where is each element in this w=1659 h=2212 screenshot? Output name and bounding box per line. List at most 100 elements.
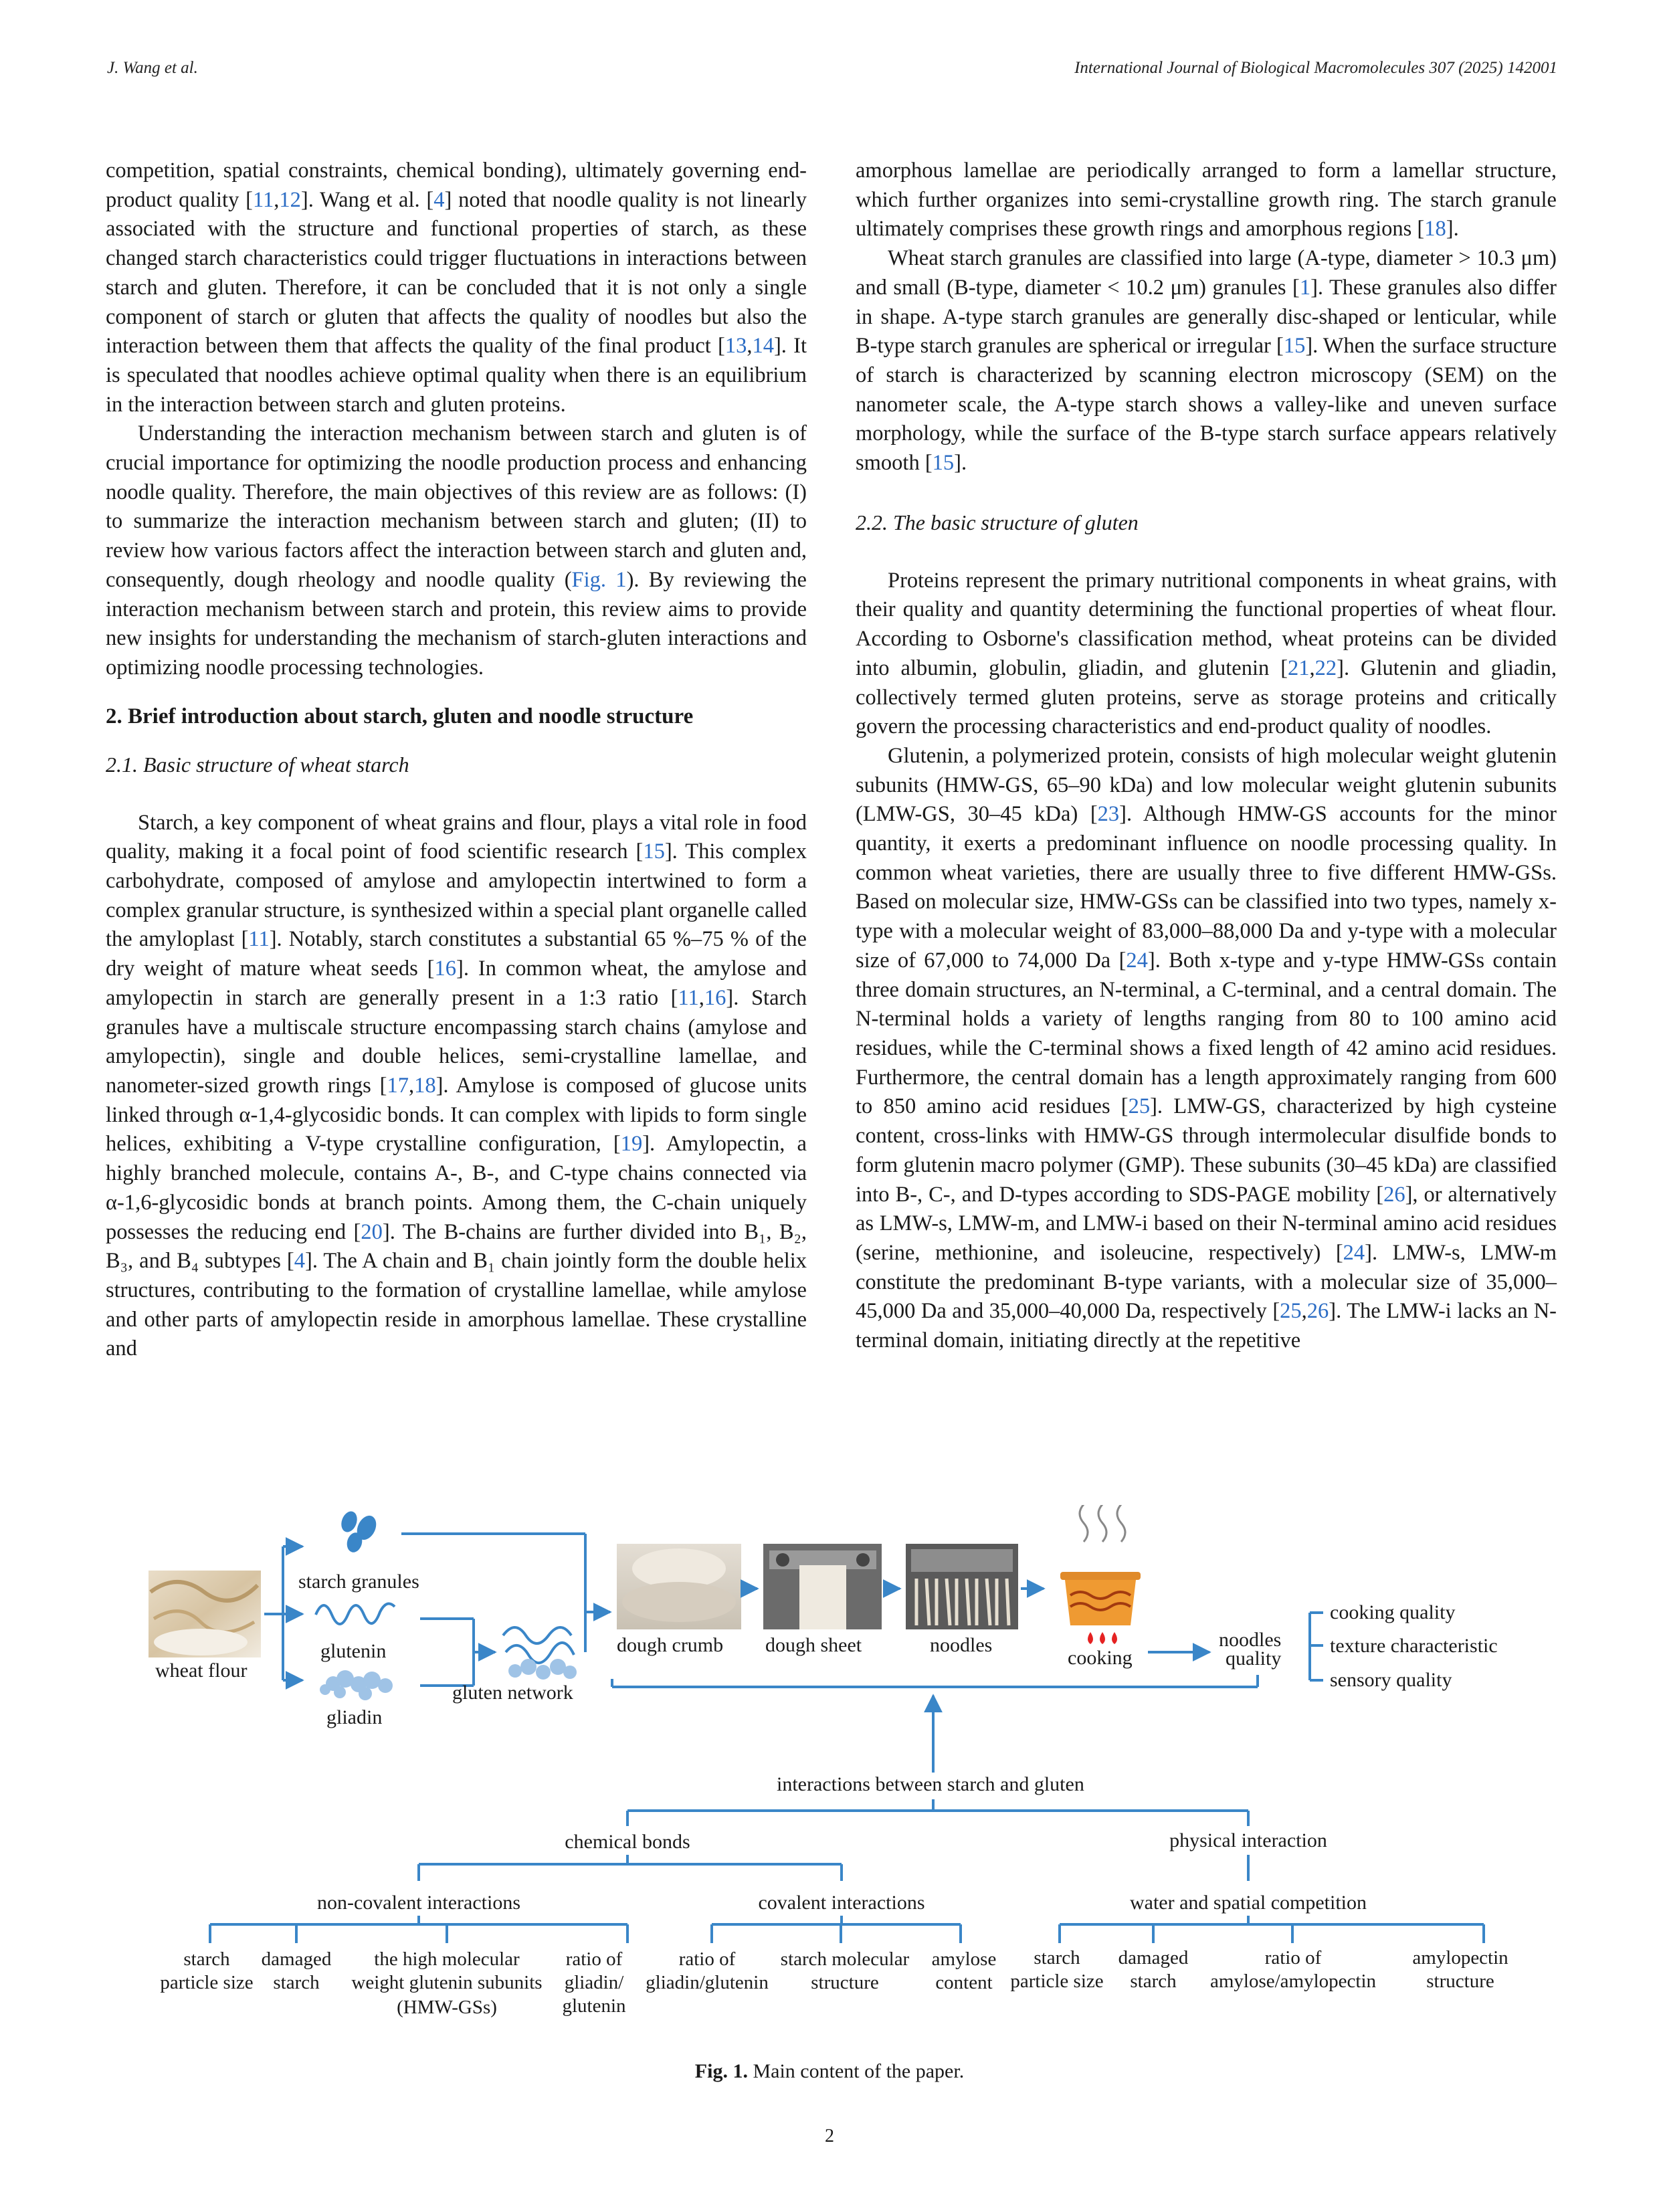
citation-link[interactable]: 20	[361, 1219, 383, 1244]
leaf-4-line-1: ratio of	[566, 1948, 623, 1970]
text-run: ]. Wang et al. [	[300, 187, 434, 212]
text-run: ,	[408, 1073, 415, 1098]
paragraph: Starch, a key component of wheat grains …	[106, 809, 807, 1364]
dough-crumb-image	[617, 1544, 741, 1629]
paragraph: competition, spatial constraints, chemic…	[106, 157, 807, 419]
gluten-network-arrows	[420, 1617, 497, 1687]
leaf-7-line-1: amylose	[932, 1948, 997, 1970]
citation-link[interactable]: 25	[1128, 1094, 1151, 1119]
noodles-image	[906, 1544, 1018, 1629]
left-column: competition, spatial constraints, chemic…	[106, 157, 807, 1364]
citation-link[interactable]: 11	[248, 927, 270, 952]
paragraph: Proteins represent the primary nutrition…	[856, 567, 1557, 742]
label-starch-granules: starch granules	[298, 1571, 419, 1593]
text-run: ] noted that noodle quality is not linea…	[106, 187, 807, 359]
label-gliadin: gliadin	[326, 1706, 382, 1728]
text-run: ]. Although HMW-GS accounts for the mino…	[856, 802, 1557, 973]
to-dough-arrow	[401, 1532, 612, 1652]
quality-bracket	[1308, 1611, 1323, 1682]
text-run: ,	[747, 334, 753, 359]
citation-link[interactable]: 25	[1280, 1299, 1302, 1324]
interaction-feedback-lines	[611, 1675, 1259, 1773]
leaf-1-line-2: particle size	[160, 1972, 253, 1993]
label-sensory-quality: sensory quality	[1330, 1669, 1452, 1691]
text-run: ,	[1301, 1299, 1307, 1324]
leaf-3-line-3: (HMW-GSs)	[397, 1997, 497, 2018]
citation-link[interactable]: 14	[752, 334, 774, 359]
citation-link[interactable]: 11	[252, 187, 274, 212]
running-header-journal: International Journal of Biological Macr…	[1074, 59, 1557, 77]
label-dough-crumb: dough crumb	[617, 1634, 723, 1656]
right-column: amorphous lamellae are periodically arra…	[856, 157, 1557, 1356]
citation-link[interactable]: 15	[643, 839, 665, 864]
text-run: competition, spatial constraints, chemic…	[106, 159, 807, 212]
citation-link[interactable]: 17	[387, 1073, 409, 1098]
gluten-network-icon	[502, 1626, 577, 1680]
text-run: Wheat starch granules are classified int…	[856, 246, 1557, 300]
label-water-spatial: water and spatial competition	[1130, 1892, 1367, 1914]
label-covalent: covalent interactions	[758, 1892, 924, 1914]
tree-lines	[209, 1799, 1485, 1943]
running-header-authors: J. Wang et al.	[107, 59, 198, 77]
leaf-1-line-1: starch	[183, 1948, 230, 1970]
leaf-5-line-1: ratio of	[679, 1948, 736, 1970]
leaf-6-line-2: structure	[811, 1972, 878, 1993]
leaf-6-line-1: starch molecular	[781, 1948, 910, 1970]
text-run: amorphous lamellae are periodically arra…	[856, 159, 1557, 241]
leaf-11-line-1: amylopectin	[1412, 1947, 1508, 1969]
section-heading-2-1: 2.1. Basic structure of wheat starch	[106, 752, 409, 777]
paragraph: amorphous lamellae are periodically arra…	[856, 157, 1557, 244]
text-run: ]. Glutenin and gliadin, collectively te…	[856, 656, 1557, 739]
citation-link[interactable]: 18	[1424, 217, 1446, 241]
citation-link[interactable]: Fig. 1	[571, 567, 627, 592]
citation-link[interactable]: 26	[1383, 1182, 1405, 1207]
text-run: ]. This complex carbohydrate, composed o…	[106, 839, 807, 952]
text-run: ]. Amylose is composed of glucose units …	[106, 1073, 807, 1157]
leaf-10-line-1: ratio of	[1265, 1947, 1322, 1969]
label-texture-characteristic: texture characteristic	[1330, 1635, 1498, 1657]
citation-link[interactable]: 4	[433, 187, 445, 212]
citation-link[interactable]: 12	[279, 187, 301, 212]
citation-link[interactable]: 24	[1343, 1240, 1365, 1265]
label-glutenin: glutenin	[320, 1640, 386, 1662]
text-run: Understanding the interaction mechanism …	[106, 421, 807, 592]
citation-link[interactable]: 15	[932, 451, 955, 476]
text-run: ].	[954, 451, 967, 476]
leaf-labels: starch particle size damaged starch the …	[160, 1947, 1508, 2018]
leaf-5-line-2: gliadin/glutenin	[646, 1972, 769, 1993]
text-run: ,	[698, 985, 704, 1010]
leaf-8-line-2: particle size	[1010, 1971, 1103, 1992]
citation-link[interactable]: 16	[704, 985, 726, 1010]
text-run: ]. The A chain and B₁ chain jointly form…	[106, 1249, 807, 1361]
citation-link[interactable]: 23	[1097, 802, 1120, 827]
dough-sheet-image	[763, 1544, 882, 1629]
citation-link[interactable]: 4	[294, 1249, 306, 1274]
starch-granules-icon	[341, 1511, 377, 1552]
text-run: Proteins represent the primary nutrition…	[856, 568, 1557, 680]
paragraph: Wheat starch granules are classified int…	[856, 244, 1557, 478]
figure-1-diagram: wheat flour starch granules glutenin gli…	[149, 1505, 1508, 2018]
leaf-9-line-2: starch	[1130, 1971, 1177, 1992]
citation-link[interactable]: 22	[1314, 656, 1337, 680]
citation-link[interactable]: 13	[724, 334, 747, 359]
citation-link[interactable]: 11	[678, 985, 699, 1010]
citation-link[interactable]: 24	[1126, 948, 1148, 973]
citation-link[interactable]: 1	[1299, 275, 1311, 300]
text-run: ]. Amylopectin, a highly branched molecu…	[106, 1132, 807, 1244]
leaf-8-line-1: starch	[1034, 1947, 1080, 1969]
citation-link[interactable]: 18	[414, 1073, 436, 1098]
citation-link[interactable]: 21	[1288, 656, 1310, 680]
section-heading-2-2: 2.2. The basic structure of gluten	[856, 510, 1139, 534]
text-run: ]. Starch granules have a multiscale str…	[106, 985, 807, 1098]
text-run: ]. Notably, starch constitutes a substan…	[106, 927, 807, 981]
citation-link[interactable]: 16	[434, 957, 457, 981]
text-run: ], or alternatively as LMW-s, LMW-m, and…	[856, 1182, 1557, 1265]
text-run: ]. LMW-s, LMW-m constitute the predomina…	[856, 1240, 1557, 1324]
text-run: ]. These granules also differ in shape. …	[856, 275, 1557, 359]
label-physical-interaction: physical interaction	[1169, 1829, 1327, 1851]
citation-link[interactable]: 26	[1306, 1299, 1329, 1324]
citation-link[interactable]: 15	[1283, 334, 1306, 359]
label-noodles-quality-2: quality	[1226, 1647, 1281, 1670]
citation-link[interactable]: 19	[620, 1132, 643, 1157]
label-cooking: cooking	[1068, 1647, 1133, 1669]
